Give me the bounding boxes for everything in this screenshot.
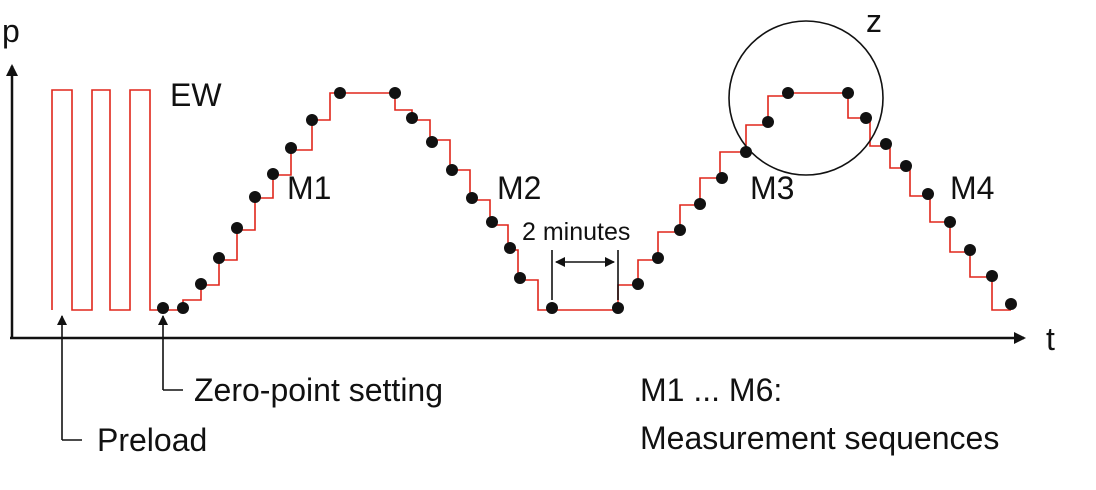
preload-pulses xyxy=(51,89,165,311)
measurement-point xyxy=(762,116,774,128)
axes xyxy=(5,64,1026,344)
measurement-point xyxy=(446,164,458,176)
preload-callout xyxy=(57,315,82,441)
m2-label: M2 xyxy=(497,170,541,206)
measurement-point xyxy=(306,114,318,126)
measurement-point xyxy=(694,198,706,210)
measurement-point xyxy=(612,302,624,314)
m4-label: M4 xyxy=(950,170,994,206)
measurement-point xyxy=(389,87,401,99)
measurement-point xyxy=(922,188,934,200)
measurement-point xyxy=(466,192,478,204)
measurement-point xyxy=(782,87,794,99)
measurement-point xyxy=(900,160,912,172)
measurement-point xyxy=(1005,298,1017,310)
measurement-point xyxy=(632,278,644,290)
measurement-points xyxy=(157,87,1017,314)
measurement-point xyxy=(842,87,854,99)
measurement-point xyxy=(716,172,728,184)
measurement-point xyxy=(249,191,261,203)
preload-label: Preload xyxy=(97,422,207,458)
measurement-point xyxy=(652,252,664,264)
measurement-point xyxy=(177,302,189,314)
measurement-point xyxy=(546,302,558,314)
measurement-point xyxy=(231,222,243,234)
measurement-point xyxy=(860,112,872,124)
measurement-point xyxy=(514,272,526,284)
zero-point-label: Zero-point setting xyxy=(194,372,443,408)
zero-point-marker xyxy=(157,302,169,314)
zoom-label: z xyxy=(866,3,882,39)
measurement-point xyxy=(880,138,892,150)
zoom-circle xyxy=(728,20,884,176)
measurement-point xyxy=(486,216,498,228)
measurement-point xyxy=(944,216,956,228)
m1-label: M1 xyxy=(287,170,331,206)
measurement-point xyxy=(334,87,346,99)
measurement-point xyxy=(674,224,686,236)
two-minutes-dimension xyxy=(551,250,619,300)
two-minutes-label: 2 minutes xyxy=(522,218,630,246)
measurement-point xyxy=(213,252,225,264)
zero-point-callout xyxy=(158,315,183,391)
measurement-point xyxy=(504,242,516,254)
measurement-point xyxy=(986,270,998,282)
legend-line-2: Measurement sequences xyxy=(640,420,999,456)
measurement-point xyxy=(426,136,438,148)
y-axis-label: p xyxy=(2,13,20,49)
x-axis-label: t xyxy=(1046,321,1055,357)
measurement-point xyxy=(285,142,297,154)
measurement-point xyxy=(406,112,418,124)
measurement-point xyxy=(964,244,976,256)
measurement-point xyxy=(195,278,207,290)
legend-line-1: M1 ... M6: xyxy=(640,372,782,408)
measurement-point xyxy=(267,168,279,180)
m3-label: M3 xyxy=(750,170,794,206)
ew-label: EW xyxy=(170,77,222,113)
